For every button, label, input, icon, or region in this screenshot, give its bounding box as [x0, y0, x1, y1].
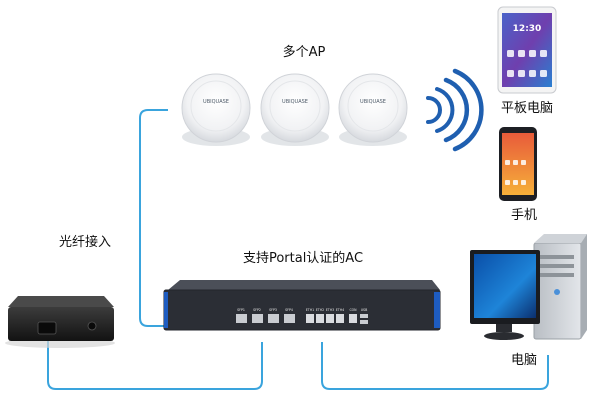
ap-to-ac-link — [139, 109, 168, 327]
connection-lines — [47, 109, 549, 390]
ac-port-label: SFP1 — [237, 308, 245, 312]
ac-port-label: CON — [349, 308, 357, 312]
ac-controller-device: SFP1 SFP2 SFP3 SFP4 ETH1 ETH2 ETH3 ETH4 … — [163, 280, 441, 331]
access-point: UBIQUASE — [338, 73, 408, 146]
ac-port-label: SFP4 — [285, 308, 293, 312]
ap-group-label: 多个AP — [283, 44, 326, 60]
ac-to-pc-link — [321, 342, 549, 390]
ac-port-label: SFP3 — [269, 308, 277, 312]
ac-controller-label: 支持Portal认证的AC — [243, 250, 363, 266]
access-point: UBIQUASE — [260, 73, 330, 146]
ac-port-label: ETH4 — [336, 308, 344, 312]
ac-ports — [236, 314, 368, 324]
wifi-signal-icon — [426, 68, 484, 152]
ap-brand-logo: UBIQUASE — [203, 99, 229, 105]
desktop-computer — [470, 234, 587, 340]
ac-port-labels: SFP1 SFP2 SFP3 SFP4 ETH1 ETH2 ETH3 ETH4 … — [237, 308, 367, 312]
fiber-access-label: 光纤接入 — [59, 234, 111, 250]
fiber-router-device — [5, 296, 115, 348]
ac-port-label: SFP2 — [253, 308, 261, 312]
svg-text:12:30: 12:30 — [513, 24, 542, 34]
ac-port-label: ETH2 — [316, 308, 324, 312]
access-point: UBIQUASE — [181, 73, 251, 146]
phone-label: 手机 — [511, 208, 537, 223]
ac-port-label: USB — [361, 308, 368, 312]
pc-label: 电脑 — [511, 353, 537, 368]
tablet-label: 平板电脑 — [501, 101, 553, 116]
ap-brand-logo: UBIQUASE — [282, 99, 308, 105]
router-to-ac-link — [47, 340, 263, 390]
ac-port-label: ETH3 — [326, 308, 334, 312]
ac-port-label: ETH1 — [306, 308, 314, 312]
ap-brand-logo: UBIQUASE — [360, 99, 386, 105]
phone-device — [499, 127, 537, 201]
tablet-device: 12:30 — [497, 6, 557, 94]
